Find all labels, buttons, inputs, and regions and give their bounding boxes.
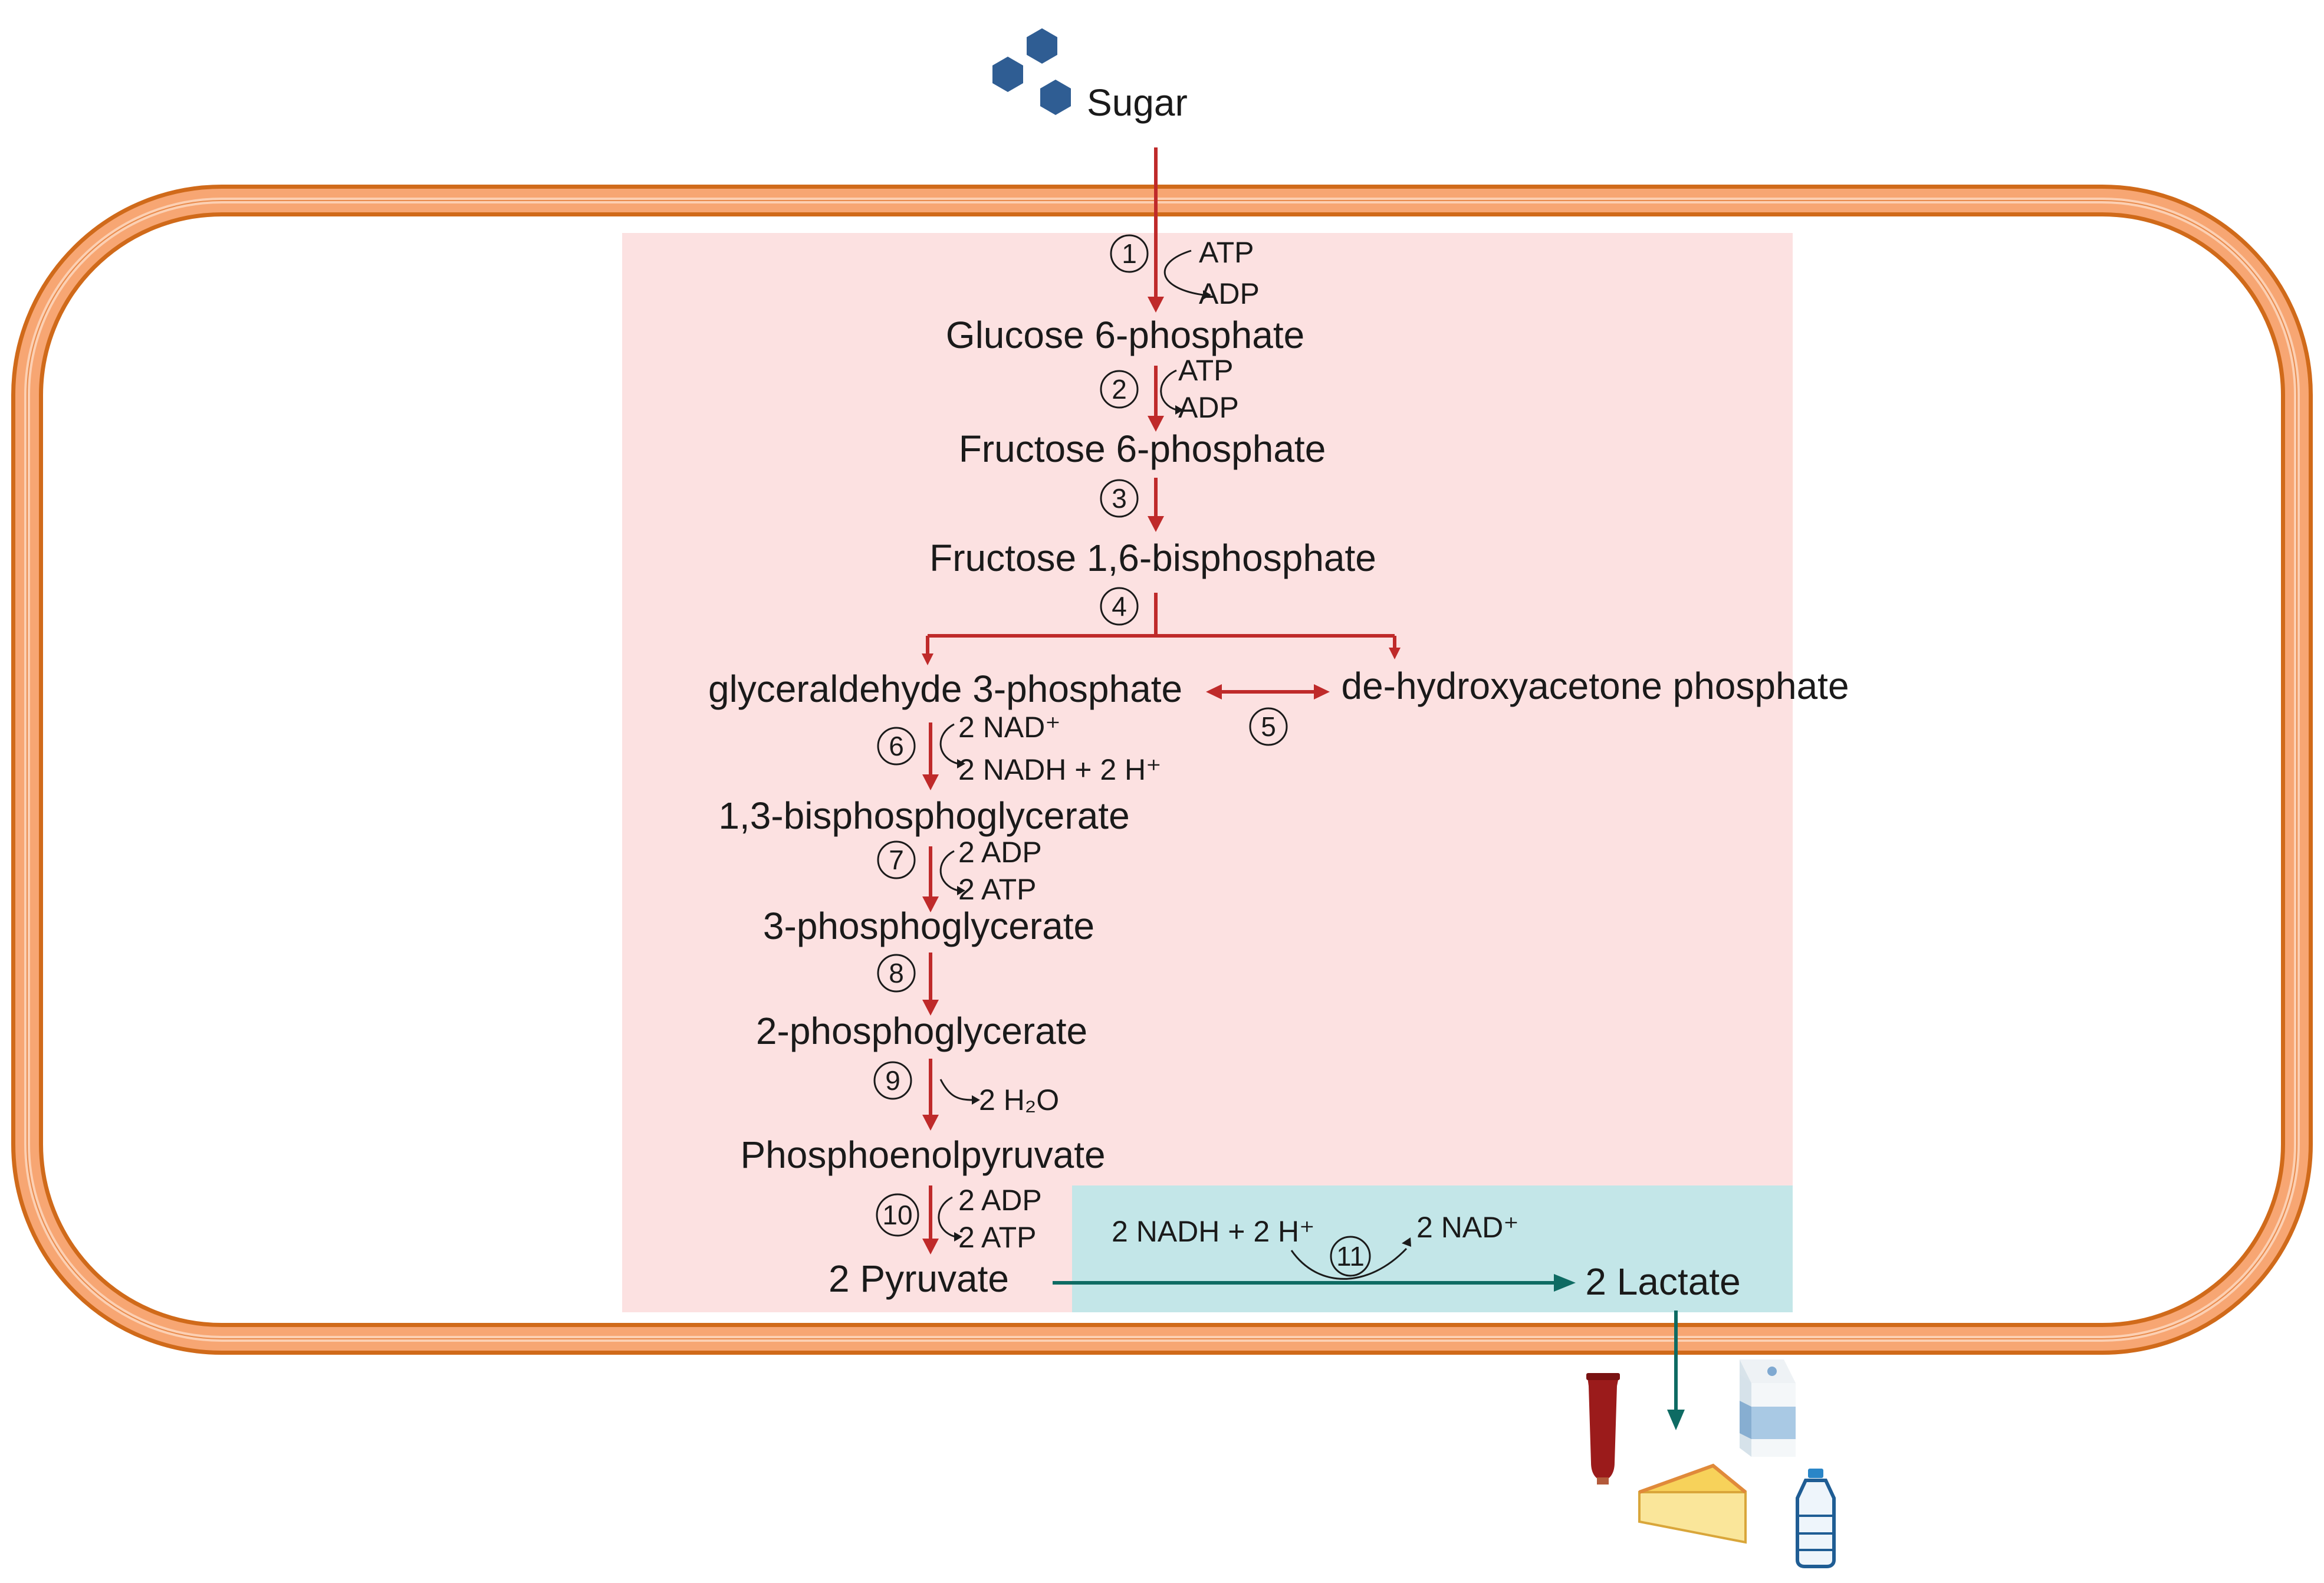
glycolysis-region [622,233,1793,1312]
dihydroxyacetone-phosphate-label: de-hydroxyacetone phosphate [1341,665,1849,707]
2-phosphoglycerate-label: 2-phosphoglycerate [756,1010,1087,1052]
step1-output-label: ADP [1199,277,1260,310]
step-number-9: 9 [885,1065,900,1096]
step-number-5: 5 [1261,711,1276,742]
step2-input-label: ATP [1178,354,1234,387]
sugar-hexagons-icon [992,28,1071,115]
step6-input-label: 2 NAD⁺ [958,711,1061,744]
step11-input-label: 2 NADH + 2 H⁺ [1112,1215,1315,1248]
cheese-wedge-icon [1638,1463,1747,1544]
step6-output-label: 2 NADH + 2 H⁺ [958,753,1162,786]
phosphoenolpyruvate-label: Phosphoenolpyruvate [740,1134,1105,1176]
cofactor-curls [938,249,1204,1238]
pyruvate-label: 2 Pyruvate [829,1257,1009,1300]
glucose-6-phosphate-label: Glucose 6-phosphate [946,314,1304,356]
step10-input-label: 2 ADP [958,1184,1042,1217]
step1-input-label: ATP [1199,236,1254,269]
step11-output-label: 2 NAD⁺ [1416,1211,1519,1244]
step2-output-label: ADP [1178,391,1239,424]
step11-curl-arrowhead [1402,1237,1411,1247]
step-number-8: 8 [889,958,904,988]
step-circles [873,234,1371,1277]
fermentation-region [1072,1185,1793,1312]
milk-carton-icon [1740,1359,1796,1457]
lactate-label: 2 Lactate [1585,1260,1740,1303]
ketchup-bottle-icon [1586,1373,1620,1485]
glycolysis-arrowheads [922,297,1401,1254]
cofactor-arrowheads [954,290,1211,1242]
step-number-3: 3 [1112,483,1127,514]
step10-output-label: 2 ATP [958,1221,1036,1254]
water-bottle-icon [1796,1469,1836,1568]
cell-wall [11,185,2313,1355]
lactate-export-arrowhead [1667,1410,1685,1430]
step9-output-label: 2 H₂O [979,1083,1059,1116]
step11-curl [1290,1247,1408,1280]
1-3-bisphosphoglycerate-label: 1,3-bisphosphoglycerate [718,794,1129,837]
step-number-1: 1 [1122,238,1137,269]
step-number-4: 4 [1112,591,1127,622]
3-phosphoglycerate-label: 3-phosphoglycerate [763,905,1094,947]
fructose-1-6-bisphosphate-label: Fructose 1,6-bisphosphate [929,537,1376,579]
step-number-11: 11 [1336,1241,1365,1272]
step-number-10: 10 [882,1200,912,1230]
pyruvate-to-lactate-arrowhead [1554,1274,1576,1292]
step7-input-label: 2 ADP [958,836,1042,869]
glycolysis-arrows [926,147,1396,1242]
step-number-2: 2 [1112,374,1127,405]
step7-output-label: 2 ATP [958,873,1036,906]
glyceraldehyde-3-phosphate-label: glyceraldehyde 3-phosphate [708,668,1182,710]
sugar-label: Sugar [1087,81,1188,124]
step-number-7: 7 [889,845,904,875]
step-number-6: 6 [889,731,904,761]
fructose-6-phosphate-label: Fructose 6-phosphate [959,428,1326,470]
